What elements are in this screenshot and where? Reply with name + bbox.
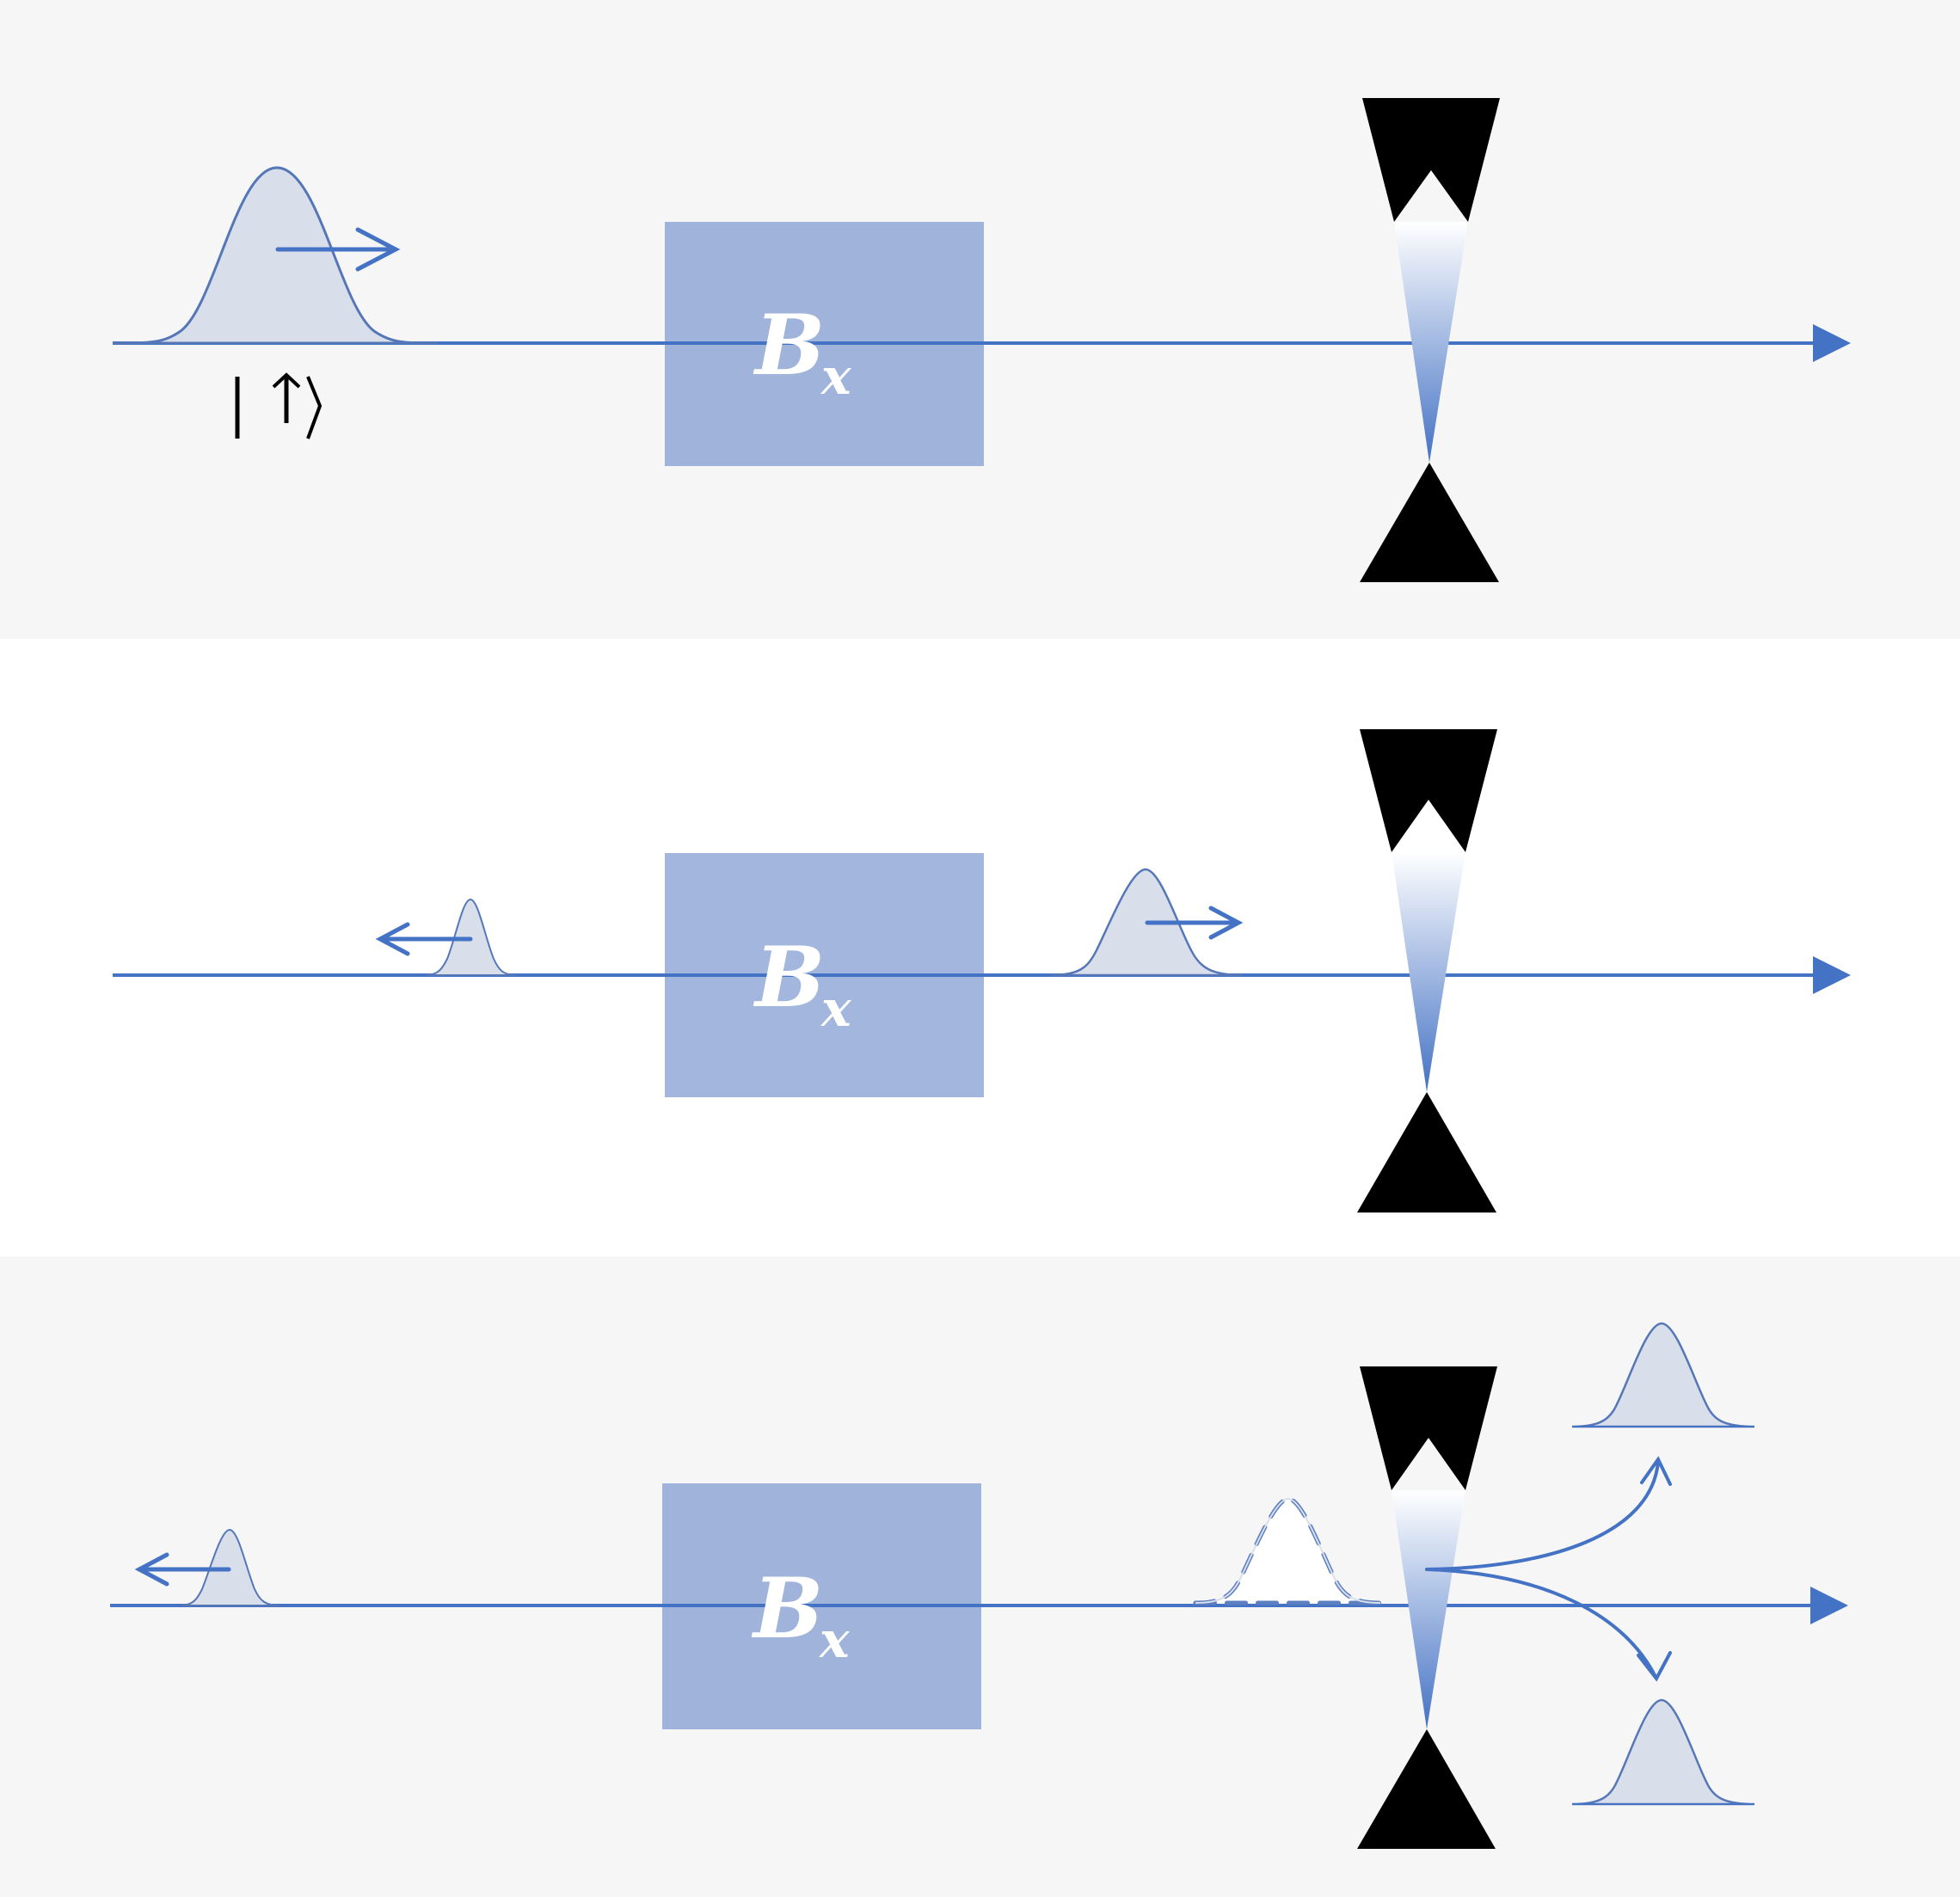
right-arrow-2 bbox=[1145, 906, 1244, 940]
field-label-3: B x bbox=[751, 1560, 851, 1669]
field-label-B: B bbox=[753, 297, 825, 394]
panel-2: B x bbox=[0, 639, 1960, 1256]
upper-tip-1 bbox=[1362, 98, 1500, 222]
field-label-sub: x bbox=[820, 979, 852, 1038]
left-arrow-3 bbox=[134, 1552, 231, 1587]
dashed-packet-halo-3 bbox=[1195, 1497, 1381, 1604]
field-label-2: B x bbox=[753, 929, 852, 1038]
field-label-B: B bbox=[753, 929, 825, 1026]
output-packet-up bbox=[1571, 1322, 1755, 1428]
lower-tip-3 bbox=[1357, 1729, 1496, 1849]
upper-tip-3 bbox=[1360, 1366, 1497, 1490]
wave-packet-1 bbox=[112, 166, 439, 345]
output-packet-down bbox=[1571, 1698, 1755, 1806]
lower-tip-2 bbox=[1357, 1092, 1496, 1212]
right-arrow-1 bbox=[275, 227, 401, 272]
field-label-B: B bbox=[751, 1560, 823, 1657]
branch-down-arrow bbox=[1425, 1568, 1672, 1682]
spin-state-ket bbox=[235, 372, 323, 439]
field-label-sub: x bbox=[820, 347, 852, 406]
branch-up-arrow bbox=[1425, 1456, 1672, 1571]
lower-tip-1 bbox=[1360, 463, 1499, 582]
axis-arrowhead-1 bbox=[1813, 324, 1851, 362]
light-cone-2 bbox=[1392, 852, 1465, 1092]
field-label-1: B x bbox=[753, 297, 852, 406]
light-cone-1 bbox=[1394, 222, 1468, 463]
panel-1: B x bbox=[0, 0, 1960, 639]
left-arrow-2 bbox=[375, 922, 473, 956]
panel-3: B x bbox=[0, 1256, 1960, 1897]
axis-arrowhead-2 bbox=[1813, 956, 1851, 994]
axis-arrowhead-3 bbox=[1810, 1587, 1848, 1624]
light-cone-3 bbox=[1392, 1490, 1465, 1729]
upper-tip-2 bbox=[1360, 729, 1497, 852]
field-label-sub: x bbox=[818, 1611, 851, 1669]
